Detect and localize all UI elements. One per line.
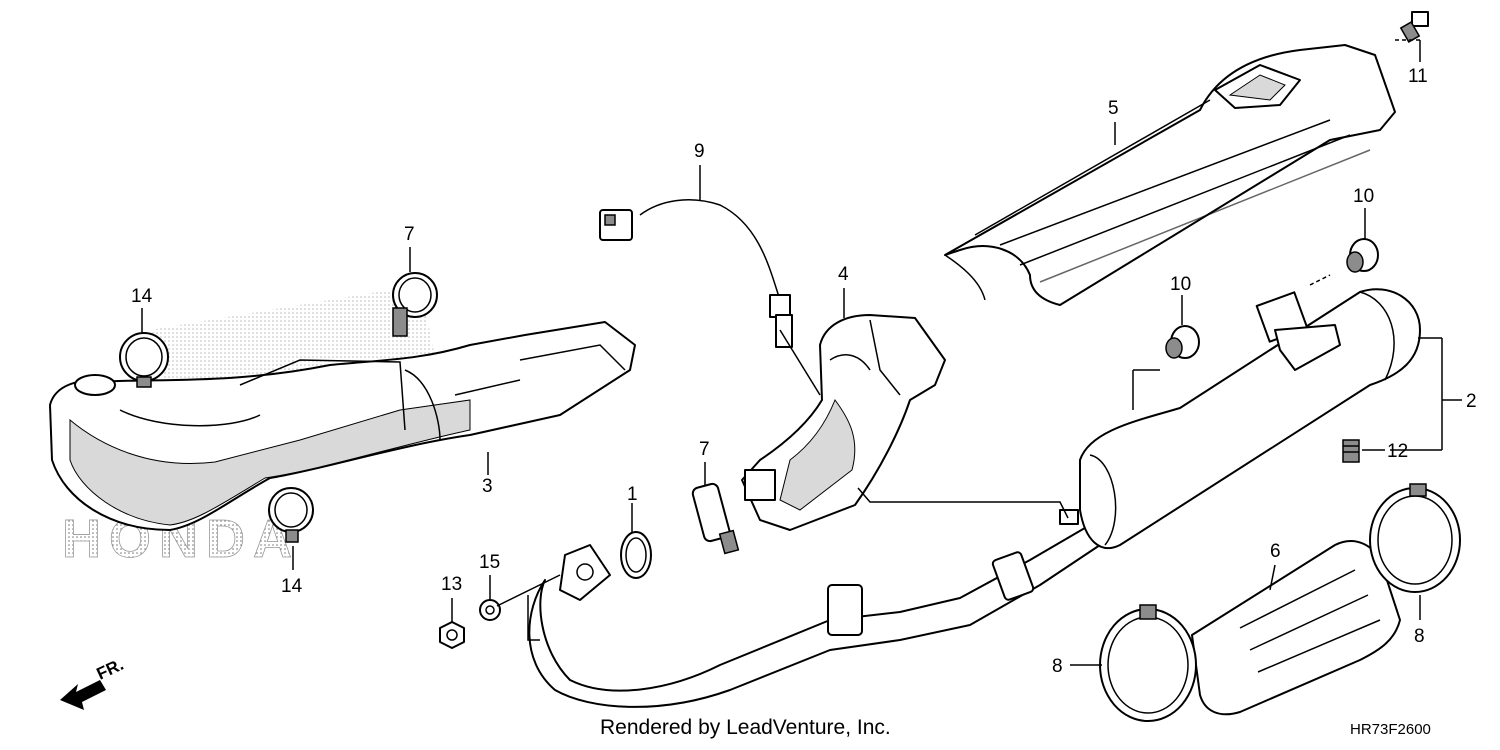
front-direction-indicator: FR. — [60, 655, 127, 710]
callout-7-lower: 7 — [699, 439, 710, 460]
callout-6: 6 — [1270, 541, 1281, 562]
part-13-nut[interactable] — [439, 621, 465, 649]
callout-3: 3 — [482, 476, 493, 497]
callout-labels: 1 2 3 4 5 6 7 7 8 8 9 10 10 11 12 13 14 … — [131, 66, 1477, 677]
part-9-oxygen-sensor[interactable] — [599, 199, 793, 348]
part-10-grommet-upper[interactable] — [1346, 238, 1379, 273]
callout-9: 9 — [694, 141, 705, 162]
exhaust-pipe[interactable] — [528, 524, 1101, 708]
part-10-grommet-lower[interactable] — [1165, 325, 1200, 359]
front-arrow-icon — [60, 680, 106, 710]
part-6-muffler-cover[interactable] — [1191, 540, 1401, 716]
callout-10-lower: 10 — [1170, 274, 1191, 295]
part-15-washer[interactable] — [479, 599, 501, 621]
part-3-exhaust-pipe-protector[interactable] — [49, 321, 636, 531]
callout-10-upper: 10 — [1353, 186, 1374, 207]
callout-7-upper: 7 — [404, 224, 415, 245]
callout-8-left: 8 — [1052, 656, 1063, 677]
callout-12: 12 — [1387, 441, 1408, 462]
part-12-bolt[interactable] — [1342, 439, 1360, 463]
diagram-code: HR73F2600 — [1350, 721, 1431, 738]
callout-14-upper: 14 — [131, 286, 153, 307]
callout-8-right: 8 — [1414, 626, 1425, 647]
callout-11: 11 — [1408, 66, 1428, 87]
part-14-clamp-upper[interactable] — [119, 332, 169, 388]
callout-13: 13 — [441, 574, 462, 595]
callout-2: 2 — [1466, 391, 1477, 412]
callout-14-lower: 14 — [281, 576, 303, 597]
part-14-clamp-lower[interactable] — [268, 487, 314, 543]
leader-lines — [141, 39, 1462, 666]
callout-4: 4 — [838, 264, 849, 285]
part-7-clamp-upper[interactable] — [392, 272, 438, 337]
part-8-band-left[interactable] — [1099, 604, 1197, 722]
render-credit: Rendered by LeadVenture, Inc. — [600, 716, 891, 739]
part-4-heat-guard[interactable] — [741, 314, 946, 531]
front-direction-label: FR. — [94, 655, 127, 684]
callout-15: 15 — [479, 552, 500, 573]
part-11-bolt[interactable] — [1399, 11, 1429, 43]
part-2-muffler[interactable] — [1059, 288, 1421, 550]
part-5-heat-shield[interactable] — [944, 44, 1396, 306]
part-8-band-right[interactable] — [1369, 483, 1461, 593]
callout-5: 5 — [1108, 98, 1119, 119]
callout-1: 1 — [627, 484, 638, 505]
part-7-clamp-lower[interactable] — [691, 482, 740, 555]
